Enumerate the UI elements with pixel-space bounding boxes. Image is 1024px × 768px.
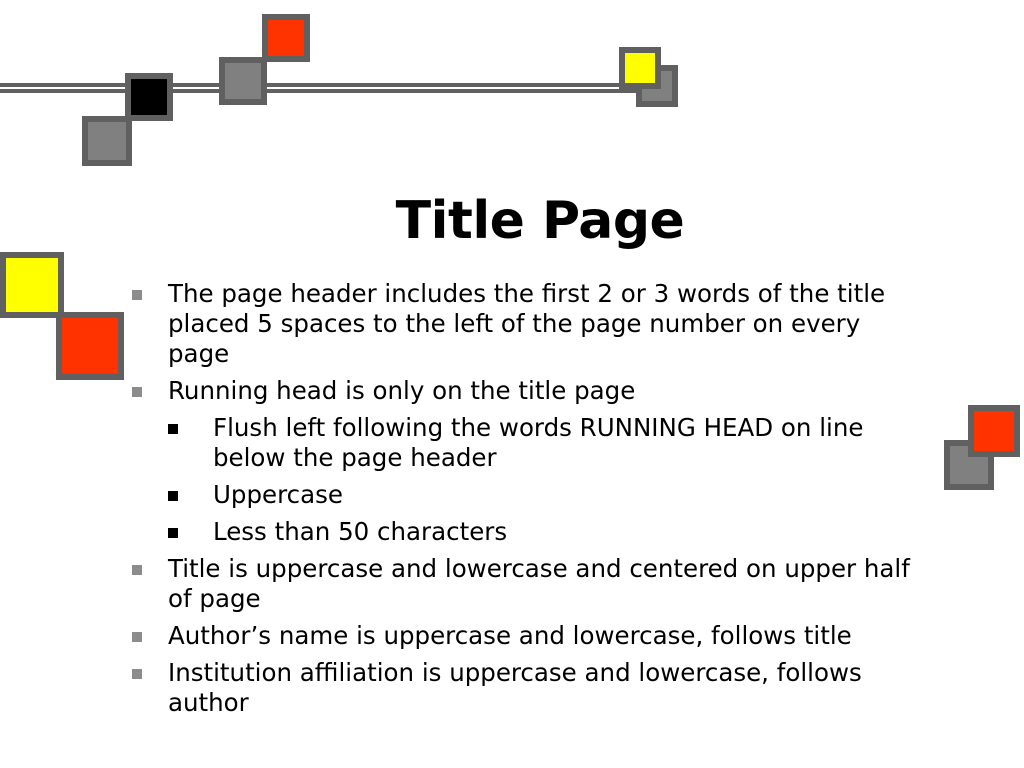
sub-bullet-item: Flush left following the words RUNNING H…: [168, 413, 920, 473]
sub-bullet-text: Flush left following the words RUNNING H…: [213, 413, 864, 472]
decorative-square-red: [56, 312, 124, 380]
slide-title: Title Page: [395, 191, 685, 251]
bullet-item: Title is uppercase and lowercase and cen…: [130, 554, 920, 614]
decorative-square-yellow: [619, 47, 661, 89]
decorative-square-red: [968, 405, 1020, 457]
bullet-text: Institution affiliation is uppercase and…: [168, 658, 862, 717]
bullet-list: The page header includes the first 2 or …: [130, 279, 920, 725]
decorative-square-red: [262, 14, 310, 62]
bullet-item: Institution affiliation is uppercase and…: [130, 658, 920, 718]
sub-bullet-text: Uppercase: [213, 480, 343, 509]
sub-bullet-list: Flush left following the words RUNNING H…: [168, 413, 920, 547]
bullet-item: Author’s name is uppercase and lowercase…: [130, 621, 920, 651]
bullet-item: Running head is only on the title page F…: [130, 376, 920, 547]
bullet-item: The page header includes the first 2 or …: [130, 279, 920, 369]
bullet-text: Title is uppercase and lowercase and cen…: [168, 554, 910, 613]
bullet-text: Author’s name is uppercase and lowercase…: [168, 621, 852, 650]
sub-bullet-item: Less than 50 characters: [168, 517, 920, 547]
bullet-text: Running head is only on the title page: [168, 376, 636, 405]
decorative-square-black: [125, 73, 173, 121]
decorative-rail: [0, 83, 655, 93]
decorative-square-gray: [82, 116, 132, 166]
bullet-text: The page header includes the first 2 or …: [168, 279, 886, 368]
decorative-square-gray: [219, 57, 267, 105]
decorative-square-yellow: [0, 252, 64, 318]
sub-bullet-text: Less than 50 characters: [213, 517, 508, 546]
sub-bullet-item: Uppercase: [168, 480, 920, 510]
